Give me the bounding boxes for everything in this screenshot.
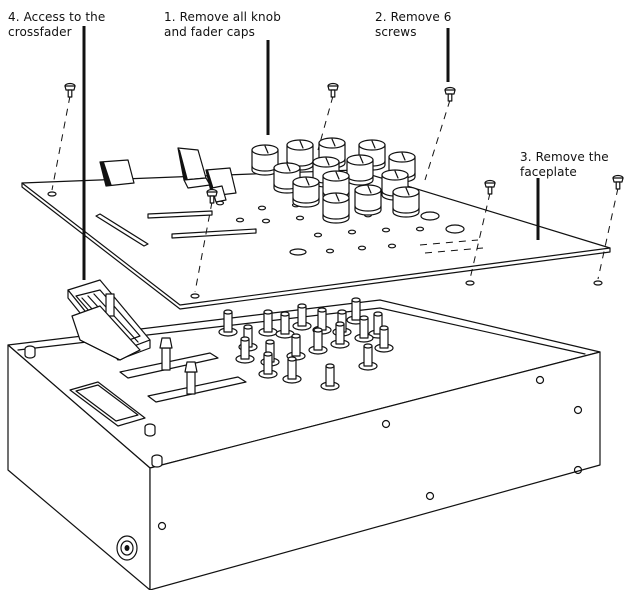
knob-shaft <box>308 327 328 355</box>
screw <box>317 82 339 151</box>
faceplate-hole <box>261 218 271 224</box>
faceplate-hole <box>357 245 367 251</box>
screw <box>597 174 624 280</box>
knob-caps <box>251 137 420 224</box>
faceplate-hole <box>235 217 245 223</box>
callout-step-1: 1. Remove all knob and fader caps <box>164 10 281 39</box>
mixer-housing <box>7 299 601 590</box>
callout-step-3: 3. Remove the faceplate <box>520 150 609 179</box>
screw <box>51 82 76 191</box>
knob-shaft <box>320 363 340 391</box>
exposed-fader-stems <box>159 337 198 395</box>
knob-cap <box>251 144 279 176</box>
knob-cap <box>292 176 320 208</box>
knob-shaft <box>292 303 312 331</box>
screws <box>51 82 624 293</box>
fader-cap <box>177 147 211 189</box>
faceplate-hole <box>295 215 305 221</box>
faceplate-hole <box>381 227 391 233</box>
knob-shaft <box>258 309 278 337</box>
faceplate-hole <box>257 205 267 211</box>
knob-shaft <box>374 325 394 353</box>
knob-shaft <box>218 309 238 337</box>
headphone-jack <box>116 535 138 561</box>
fader-cap <box>99 159 135 187</box>
faceplate-hole <box>415 226 425 232</box>
crossfader-assembly <box>67 279 151 361</box>
screw <box>469 179 496 280</box>
knob-cap <box>346 154 374 186</box>
knob-shaft <box>235 336 255 364</box>
callout-step-4: 4. Access to the crossfader <box>8 10 106 39</box>
knob-shaft <box>258 351 278 379</box>
callout-step-2: 2. Remove 6 screws <box>375 10 452 39</box>
exposed-knob-shafts <box>218 297 394 391</box>
knob-cap <box>322 192 350 224</box>
knob-shaft <box>354 315 374 343</box>
knob-shaft <box>282 356 302 384</box>
screw <box>194 188 218 293</box>
crossfader-slot <box>69 381 146 427</box>
knob-shaft <box>358 343 378 371</box>
knob-shaft <box>330 321 350 349</box>
knob-cap <box>354 184 382 216</box>
knob-shaft <box>275 311 295 339</box>
faceplate-hole <box>325 248 335 254</box>
knob-cap <box>392 186 420 218</box>
faceplate-hole <box>313 232 323 238</box>
faceplate-hole <box>387 243 397 249</box>
screw <box>424 86 456 181</box>
faceplate-hole <box>347 229 357 235</box>
